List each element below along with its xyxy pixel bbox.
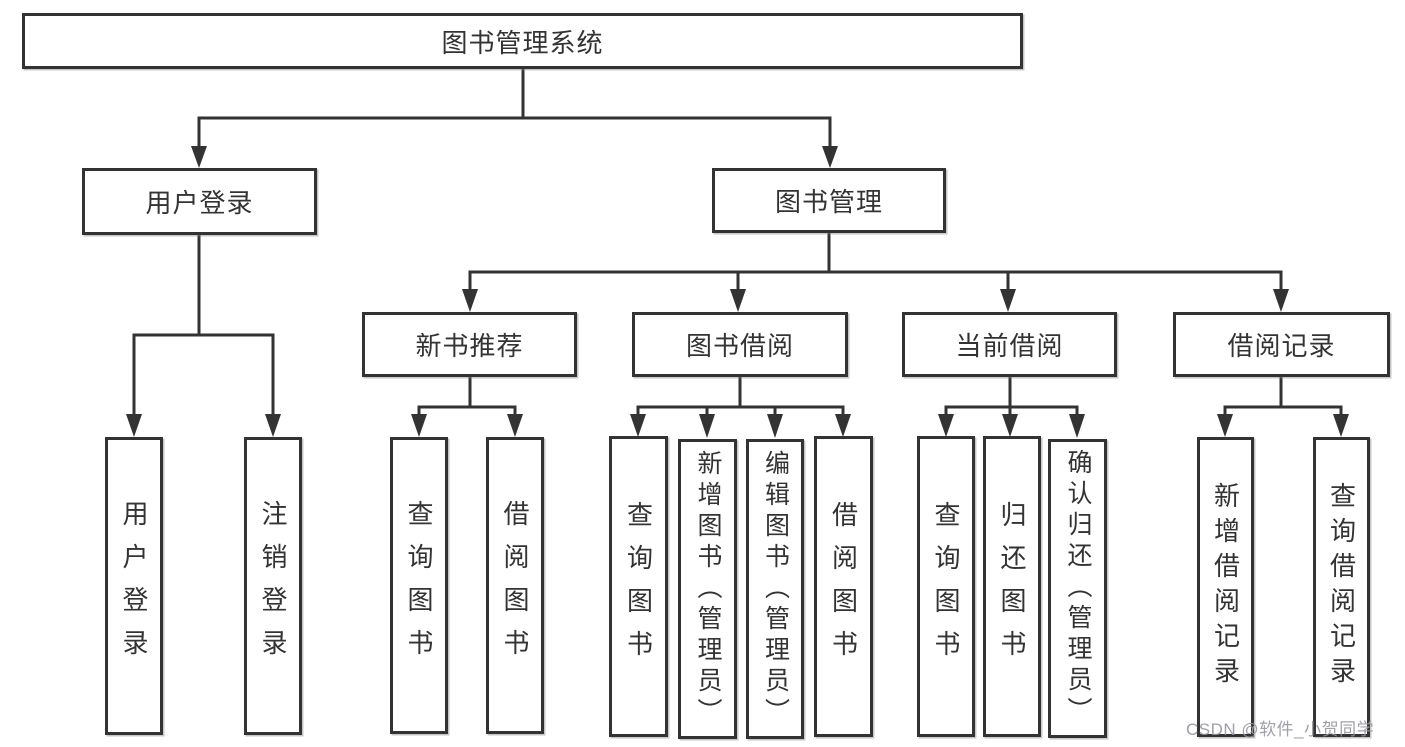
node-label: 用户登录: [119, 500, 149, 672]
node-new-book-recommendation: 新书推荐: [362, 312, 577, 377]
leaf-query-books-borrow: 查询图书: [609, 436, 668, 737]
leaf-add-borrow-record: 新增借阅记录: [1197, 437, 1254, 737]
node-label: 查询借阅记录: [1326, 482, 1357, 692]
node-label: 查询图书: [623, 500, 654, 673]
leaf-logout: 注销登录: [244, 437, 302, 735]
node-label: 图书管理: [774, 187, 883, 217]
leaf-borrow-books-recommend: 借阅图书: [486, 437, 544, 734]
node-label: 注销登录: [258, 500, 288, 672]
csdn-watermark: CSDN @软件_小贺同学: [1186, 720, 1375, 739]
node-label: 当前借阅: [955, 331, 1064, 361]
node-borrowing-records: 借阅记录: [1173, 312, 1390, 377]
node-label: 新书推荐: [415, 331, 524, 361]
node-label: 新增图书（管理员）: [694, 449, 722, 729]
leaf-query-books-recommend: 查询图书: [390, 437, 448, 734]
node-label: 归还图书: [997, 500, 1027, 673]
leaf-query-borrow-record: 查询借阅记录: [1313, 437, 1370, 737]
node-book-borrowing: 图书借阅: [632, 312, 848, 377]
node-label: 查询图书: [404, 499, 434, 672]
leaf-query-books-current: 查询图书: [917, 436, 975, 737]
node-label: 用户登录: [145, 188, 254, 218]
node-label: 确认归还（管理员）: [1064, 449, 1092, 728]
node-user-login: 用户登录: [82, 168, 317, 235]
node-label: 图书借阅: [685, 331, 794, 361]
node-current-borrowing: 当前借阅: [902, 312, 1117, 377]
node-label: 借阅图书: [828, 500, 859, 673]
node-library-management-system: 图书管理系统: [22, 13, 1023, 69]
node-label: 借阅图书: [500, 499, 530, 672]
node-label: 借阅记录: [1227, 331, 1336, 361]
leaf-return-books: 归还图书: [983, 436, 1041, 737]
node-label: 编辑图书（管理员）: [761, 449, 790, 729]
leaf-edit-books-admin: 编辑图书（管理员）: [746, 439, 804, 739]
leaf-add-books-admin: 新增图书（管理员）: [678, 439, 737, 739]
node-label: 新增借阅记录: [1210, 482, 1241, 692]
node-label: 查询图书: [931, 500, 961, 673]
leaf-borrow-books: 借阅图书: [814, 436, 873, 737]
node-book-management: 图书管理: [712, 168, 946, 233]
leaf-confirm-return-admin: 确认归还（管理员）: [1048, 439, 1107, 738]
node-label: 图书管理系统: [441, 27, 604, 58]
leaf-user-login: 用户登录: [105, 437, 163, 735]
